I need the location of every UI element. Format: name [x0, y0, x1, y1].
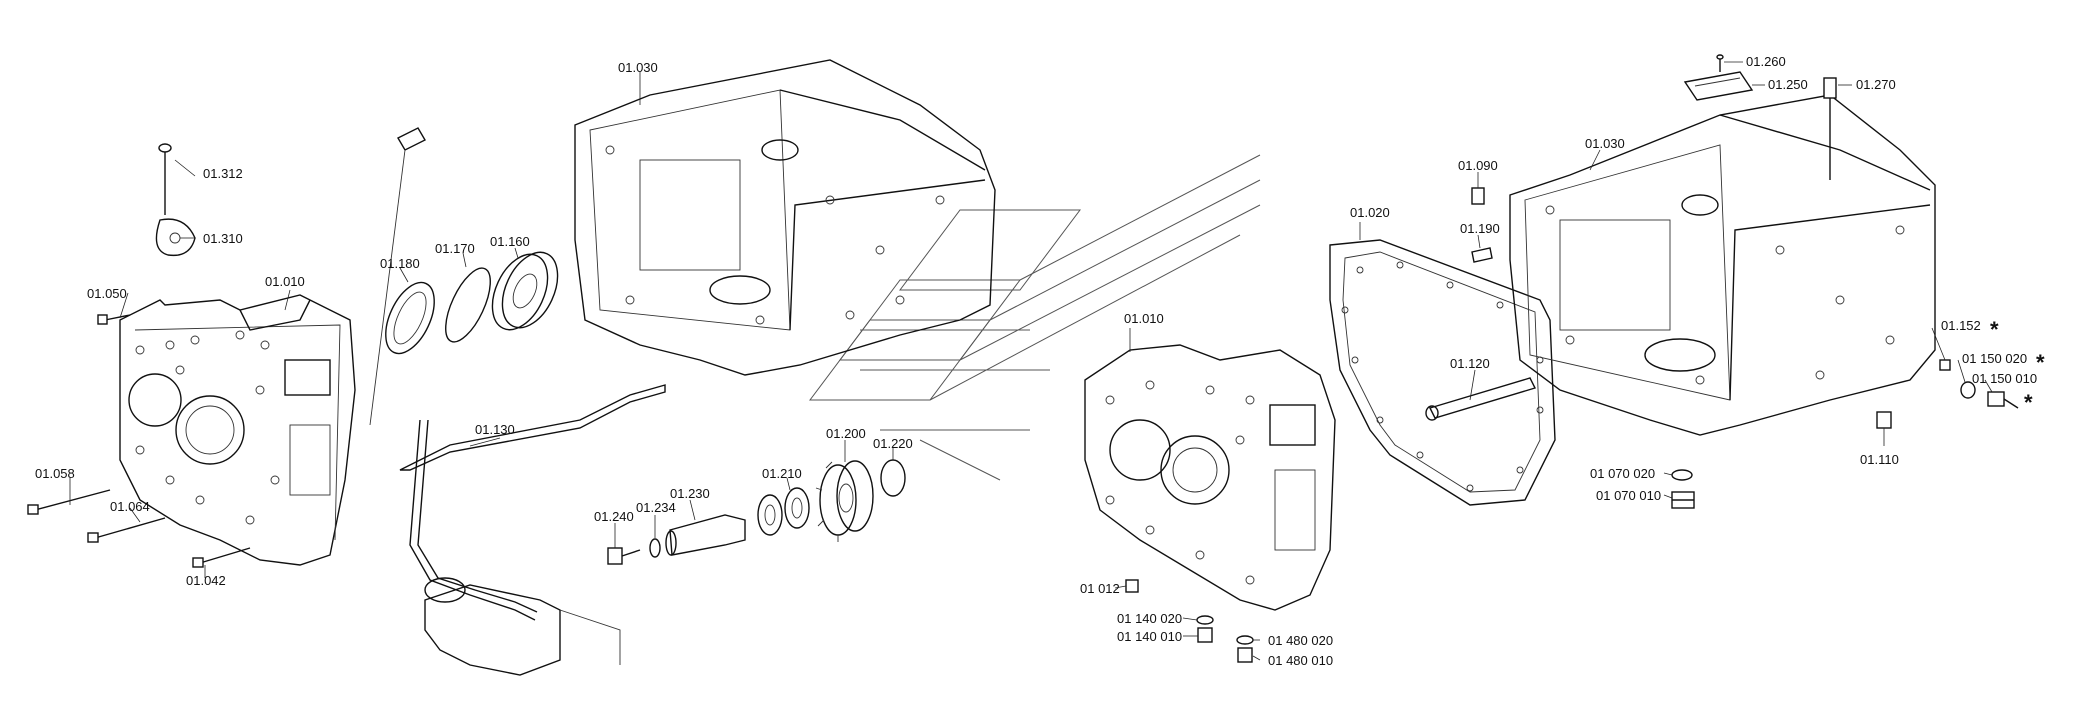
plug-01110: [1876, 411, 1892, 429]
bolt-01064: [87, 517, 166, 543]
bearing-01210: [757, 487, 810, 536]
label-01120: 01.120: [1450, 356, 1490, 371]
label-01150020: 01 150 020: [1962, 351, 2027, 366]
label-01050: 01.050: [87, 286, 127, 301]
label-01480010: 01 480 010: [1268, 653, 1333, 668]
label-01150010: 01 150 010: [1972, 371, 2037, 386]
label-01090: 01.090: [1458, 158, 1498, 173]
label-01160: 01.160: [490, 234, 530, 249]
plug-01070: [1671, 469, 1695, 509]
watermark-logo-icon: [809, 154, 1261, 481]
label-01058: 01.058: [35, 466, 75, 481]
lower-housing-center: [424, 577, 621, 676]
star-marker-01152: *: [1990, 317, 1999, 342]
bracket-01310: [155, 218, 196, 257]
snap-ring-01170: [445, 267, 491, 343]
spring-01120: [1425, 377, 1536, 421]
main-housing-center: [574, 59, 996, 376]
rivet-01260: [1716, 54, 1724, 72]
label-01070010: 01 070 010: [1596, 488, 1661, 503]
bearing-01160: [491, 251, 559, 331]
label-01180: 01.180: [380, 256, 420, 271]
label-01200: 01.200: [826, 426, 866, 441]
label-01310: 01.310: [203, 231, 243, 246]
label-01130: 01.130: [475, 422, 515, 437]
gear-01200: [815, 460, 874, 542]
label-01240: 01.240: [594, 509, 634, 524]
label-01210: 01.210: [762, 466, 802, 481]
label-01152: 01.152: [1941, 318, 1981, 333]
oil-tube-01130: [399, 384, 666, 621]
washer-01234: [649, 538, 661, 558]
bolt-01058: [27, 489, 111, 515]
label-01012: 01 012: [1080, 581, 1120, 596]
label-01312: 01.312: [203, 166, 243, 181]
label-01270: 01.270: [1856, 77, 1896, 92]
label-01140020: 01 140 020: [1117, 611, 1182, 626]
shim-01220: [880, 459, 906, 497]
dowel-01190: [1471, 247, 1493, 263]
star-markers: * * *: [1990, 317, 2045, 415]
bolt-01240: [607, 547, 641, 565]
plug-01012: [1125, 579, 1139, 593]
label-01070020: 01 070 020: [1590, 466, 1655, 481]
star-marker-01150020: *: [2036, 350, 2045, 375]
plate-01250: [1683, 71, 1754, 101]
plug-01140: [1196, 615, 1214, 643]
label-01030-center: 01.030: [618, 60, 658, 75]
label-01234: 01.234: [636, 500, 676, 515]
front-housing-middle: [1084, 344, 1336, 611]
gasket-01020: [1329, 239, 1556, 506]
label-01064: 01.064: [110, 499, 150, 514]
star-marker-01150010: *: [2024, 390, 2033, 415]
sensor-01150: [1960, 381, 2019, 409]
leader-lines: [69, 61, 1993, 661]
label-01010-left: 01.010: [265, 274, 305, 289]
bolt-01042: [192, 547, 251, 568]
label-01190: 01.190: [1460, 221, 1500, 236]
plug-01180-top: [369, 127, 426, 426]
label-01480020: 01 480 020: [1268, 633, 1333, 648]
part-labels: 01.312 01.310 01.050 01.010 01.058 01.06…: [35, 54, 2037, 668]
breather-01270: [1823, 77, 1837, 180]
pin-01152: [1939, 359, 1951, 371]
shaft-01230: [665, 514, 746, 556]
label-01250: 01.250: [1768, 77, 1808, 92]
label-01030-right: 01.030: [1585, 136, 1625, 151]
label-01220: 01.220: [873, 436, 913, 451]
label-01230: 01.230: [670, 486, 710, 501]
bolt-01050: [97, 314, 131, 325]
label-01140010: 01 140 010: [1117, 629, 1182, 644]
label-01260: 01.260: [1746, 54, 1786, 69]
seal-01180: [385, 281, 435, 355]
label-01170: 01.170: [435, 241, 475, 256]
plug-01480: [1236, 635, 1254, 663]
label-01110: 01.110: [1860, 452, 1899, 467]
label-01042: 01.042: [186, 573, 226, 588]
front-housing-left: [119, 294, 356, 566]
pin-01090: [1471, 187, 1485, 205]
label-01010-middle: 01.010: [1124, 311, 1164, 326]
stud-01312: [158, 143, 172, 215]
main-housing-right: [1509, 94, 1936, 436]
label-01020: 01.020: [1350, 205, 1390, 220]
